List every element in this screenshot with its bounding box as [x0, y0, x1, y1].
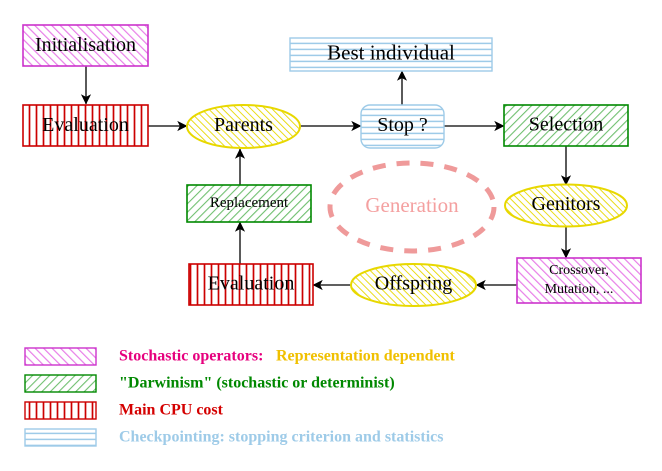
initialisation-label: Initialisation: [35, 34, 136, 56]
legend: Stochastic operators: Representation dep…: [24, 347, 455, 447]
legend-label-representation-dependent: Representation dependent: [276, 348, 455, 365]
stop-box[interactable]: [360, 104, 445, 149]
node-initialisation[interactable]: Initialisation: [22, 24, 149, 67]
legend-label-darwinism: "Darwinism" (stochastic or determinist): [119, 375, 395, 392]
node-stop[interactable]: Stop ?: [360, 104, 445, 149]
generation-dashed-ellipse: [327, 160, 497, 254]
evaluation-top-box[interactable]: [22, 104, 149, 147]
legend-swatch-green: [24, 374, 97, 393]
best-individual-box[interactable]: [289, 37, 493, 72]
node-offspring[interactable]: Offspring: [350, 263, 477, 307]
legend-label-main-cpu-cost: Main CPU cost: [119, 402, 224, 419]
selection-box[interactable]: [503, 104, 629, 147]
parents-label: Parents: [214, 114, 273, 136]
genitors-label: Genitors: [532, 193, 601, 215]
initialisation-box[interactable]: [22, 24, 149, 67]
genitors-ellipse[interactable]: [504, 183, 628, 228]
legend-item-stochastic-operators: Stochastic operators: Representation dep…: [24, 347, 455, 366]
legend-swatch-red: [24, 401, 97, 420]
legend-swatch-magenta: [24, 347, 97, 366]
node-evaluation-bottom[interactable]: Evaluation: [188, 263, 314, 306]
evaluation-bottom-box[interactable]: [188, 263, 314, 306]
parents-ellipse[interactable]: [186, 104, 301, 149]
generation-label: Generation: [365, 193, 459, 217]
legend-label-stochastic-operators: Stochastic operators:: [119, 348, 263, 365]
stop-label: Stop ?: [377, 114, 428, 136]
node-evaluation-top[interactable]: Evaluation: [22, 104, 149, 147]
node-generation: Generation: [327, 160, 497, 254]
legend-item-main-cpu-cost: Main CPU cost: [24, 401, 224, 420]
crossover-box[interactable]: [516, 257, 642, 304]
evaluation-top-label: Evaluation: [42, 114, 129, 136]
edge-group: [80, 66, 572, 291]
offspring-label: Offspring: [375, 273, 452, 295]
replacement-box[interactable]: [186, 184, 312, 223]
replacement-label: Replacement: [210, 195, 289, 211]
node-parents[interactable]: Parents: [186, 104, 301, 149]
selection-label: Selection: [529, 114, 603, 136]
crossover-label-line1: Crossover,: [549, 263, 609, 278]
node-best-individual[interactable]: Best individual: [289, 37, 493, 72]
node-genitors[interactable]: Genitors: [504, 183, 628, 228]
node-selection[interactable]: Selection: [503, 104, 629, 147]
best-individual-label: Best individual: [327, 40, 455, 64]
node-crossover-mutation[interactable]: Crossover, Mutation, ...: [516, 257, 642, 304]
node-replacement[interactable]: Replacement: [186, 184, 312, 223]
legend-item-checkpointing: Checkpointing: stopping criterion and st…: [24, 428, 443, 447]
offspring-ellipse[interactable]: [350, 263, 477, 307]
crossover-label-line2: Mutation, ...: [545, 282, 614, 297]
legend-label-checkpointing: Checkpointing: stopping criterion and st…: [119, 429, 443, 446]
legend-item-darwinism: "Darwinism" (stochastic or determinist): [24, 374, 395, 393]
evaluation-bottom-label: Evaluation: [208, 273, 295, 295]
legend-swatch-blue: [24, 428, 97, 447]
